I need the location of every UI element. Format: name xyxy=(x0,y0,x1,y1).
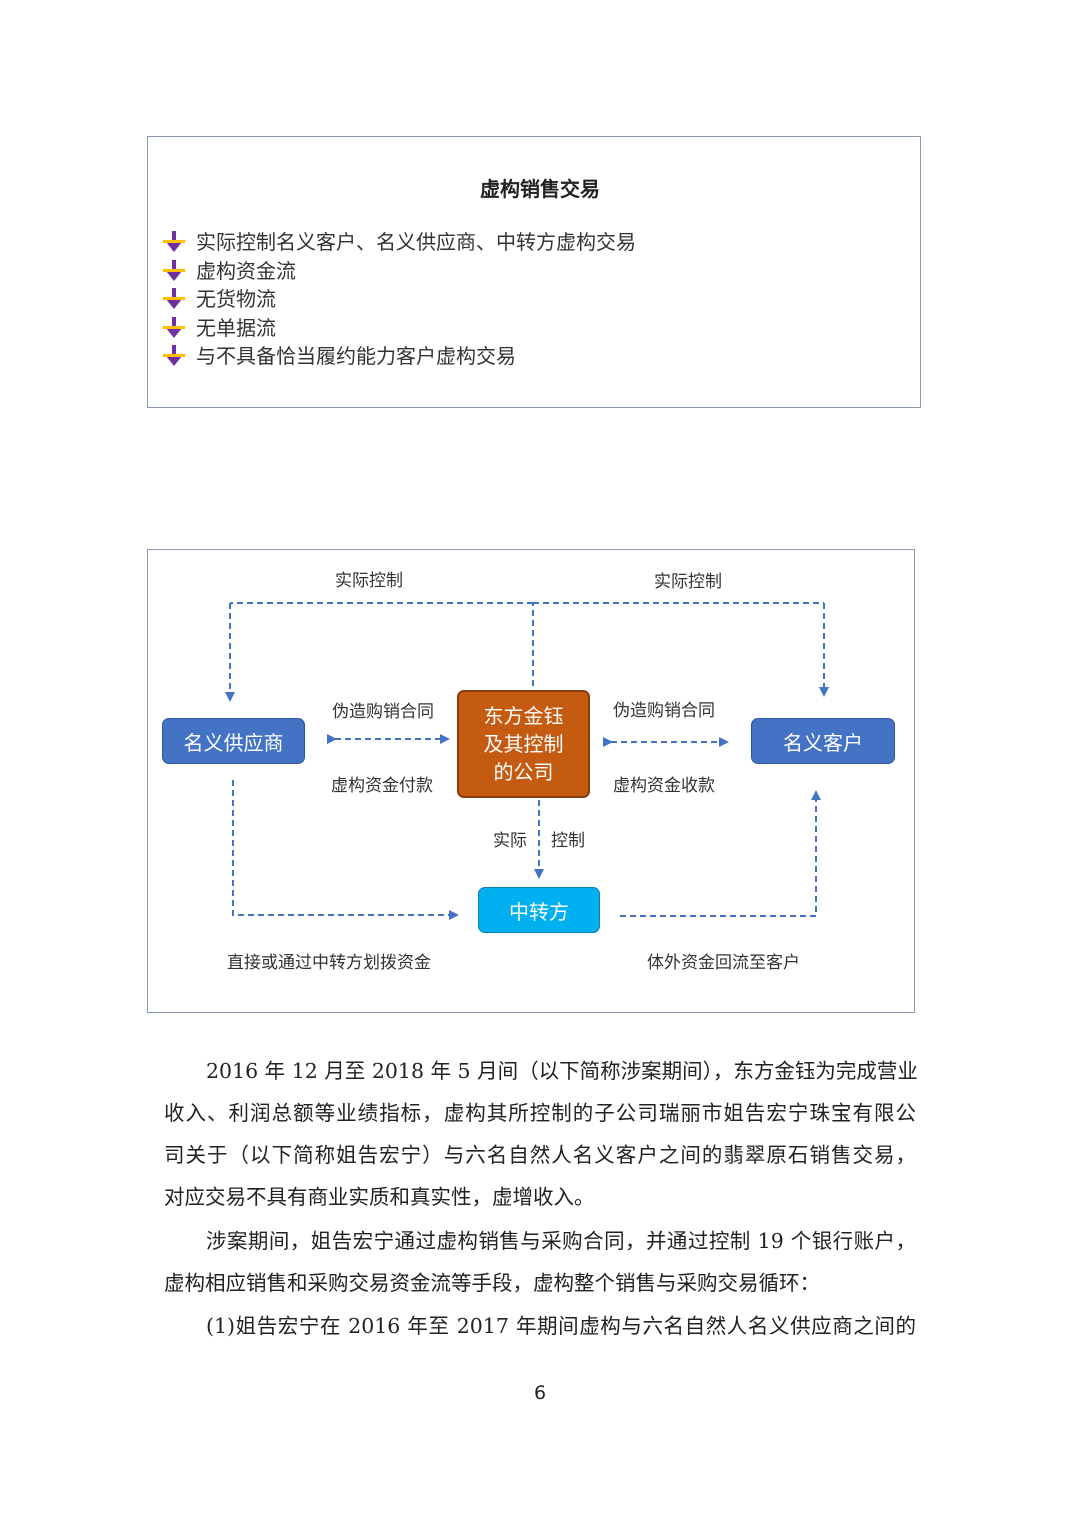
summary-title: 虚构销售交易 xyxy=(480,177,600,201)
page-number: 6 xyxy=(533,1382,547,1404)
nominal-customer-node: 名义客户 xyxy=(751,718,895,764)
list-item: 无货物流 xyxy=(163,285,636,314)
text-line: 收入、利润总额等业绩指标，虚构其所控制的子公司瑞丽市姐告宏宁珠宝有限公 xyxy=(164,1101,916,1125)
arrow-down-bullet-icon xyxy=(163,288,185,310)
body-paragraph: 2016 年 12 月至 2018 年 5 月间（以下简称涉案期间），东方金钰为… xyxy=(164,1050,918,1218)
control-down-label-right: 控制 xyxy=(551,831,585,851)
arrow-down-bullet-icon xyxy=(163,316,185,338)
company-node-line: 的公司 xyxy=(493,760,554,784)
control-label-right: 实际控制 xyxy=(654,572,722,592)
summary-box xyxy=(147,136,921,408)
text-line: 虚构相应销售和采购交易资金流等手段，虚构整个销售与采购交易循环： xyxy=(164,1271,820,1295)
fake-contract-label-right: 伪造购销合同 xyxy=(613,701,715,721)
arrow-down-bullet-icon xyxy=(163,231,185,253)
body-paragraph: 涉案期间，姐告宏宁通过虚构销售与采购合同，并通过控制 19 个银行账户， 虚构相… xyxy=(164,1220,916,1304)
nominal-supplier-node: 名义供应商 xyxy=(162,718,305,764)
return-flow-label: 体外资金回流至客户 xyxy=(647,953,800,973)
diagram-box xyxy=(147,549,915,1013)
transfer-arrow xyxy=(232,780,459,920)
company-node-line: 及其控制 xyxy=(483,732,564,756)
arrow-down-bullet-icon xyxy=(163,259,185,281)
text-line: (1)姐告宏宁在 2016 年至 2017 年期间虚构与六名自然人名义供应商之间… xyxy=(206,1314,916,1338)
summary-bullet-list: 实际控制名义客户、名义供应商、中转方虚构交易 虚构资金流 无货物流 无单据流 与… xyxy=(163,228,636,371)
transfer-label: 直接或通过中转方划拨资金 xyxy=(227,953,431,973)
text-line: 对应交易不具有商业实质和真实性，虚增收入。 xyxy=(164,1185,595,1209)
arrow-down-bullet-icon xyxy=(163,345,185,367)
list-item: 虚构资金流 xyxy=(163,257,636,286)
company-node: 东方金钰 及其控制 的公司 xyxy=(457,690,590,798)
list-item: 实际控制名义客户、名义供应商、中转方虚构交易 xyxy=(163,228,636,257)
fake-contract-label-left: 伪造购销合同 xyxy=(332,702,434,722)
company-node-line: 东方金钰 xyxy=(483,704,564,728)
return-arrow xyxy=(620,790,821,917)
payment-label: 虚构资金付款 xyxy=(331,776,433,796)
text-line: 司关于（以下简称姐告宏宁）与六名自然人名义客户之间的翡翠原石销售交易， xyxy=(164,1143,916,1167)
list-item: 与不具备恰当履约能力客户虚构交易 xyxy=(163,342,636,371)
control-down-label-left: 实际 xyxy=(493,831,527,851)
receipt-label: 虚构资金收款 xyxy=(613,776,715,796)
text-line: 涉案期间，姐告宏宁通过虚构销售与采购合同，并通过控制 19 个银行账户， xyxy=(206,1229,916,1253)
body-paragraph: (1)姐告宏宁在 2016 年至 2017 年期间虚构与六名自然人名义供应商之间… xyxy=(164,1305,916,1347)
transit-party-node: 中转方 xyxy=(478,887,600,933)
list-item: 无单据流 xyxy=(163,314,636,343)
text-line: 2016 年 12 月至 2018 年 5 月间（以下简称涉案期间），东方金钰为… xyxy=(206,1059,918,1083)
control-label-left: 实际控制 xyxy=(335,571,403,591)
control-line-top xyxy=(230,602,824,686)
